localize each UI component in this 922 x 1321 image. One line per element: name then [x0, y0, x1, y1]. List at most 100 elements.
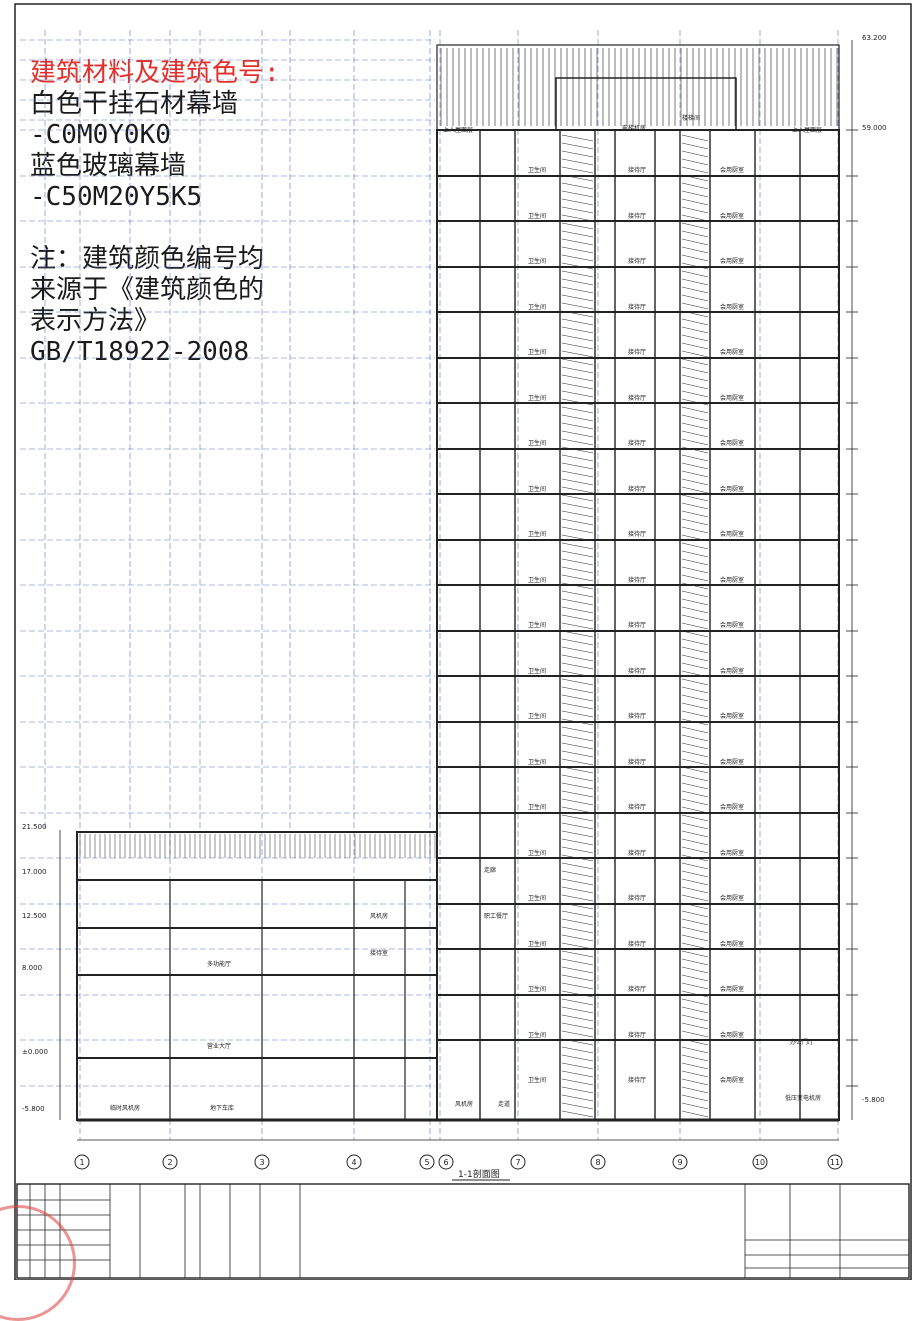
stair-tread [561, 966, 594, 974]
stair-tread [561, 862, 594, 870]
stair-hatching [561, 134, 709, 1118]
axis-bubble: 3 [254, 1154, 270, 1170]
stair-tread [561, 1030, 594, 1038]
stair-tread [561, 278, 594, 286]
stair-tread [561, 878, 594, 886]
stair-tread [561, 918, 594, 926]
stair-tread [561, 662, 594, 670]
roof-parapet [436, 44, 840, 131]
stair-tread [681, 358, 709, 366]
stair-tread [681, 830, 709, 838]
stair-tread [561, 582, 594, 590]
stair-tread [681, 294, 709, 302]
stair-tread [681, 486, 709, 494]
stair-tread [681, 310, 709, 318]
tower-walls [479, 130, 801, 1120]
stair-tread [681, 318, 709, 326]
room-label: 接待厅 [628, 894, 646, 902]
stair-tread [561, 790, 594, 798]
stair-tread [681, 1054, 709, 1062]
stair-tread [681, 582, 709, 590]
podium-floor-slabs [77, 879, 437, 1059]
stair-tread [561, 134, 594, 142]
stair-tread [561, 294, 594, 302]
room-label: 营业大厅 [207, 1042, 231, 1050]
stair-tread [561, 926, 594, 934]
stair-tread [681, 1030, 709, 1038]
stair-tread [561, 734, 594, 742]
stair-tread [681, 382, 709, 390]
stair-tread [561, 958, 594, 966]
stair-tread [561, 798, 594, 806]
stair-tread [681, 462, 709, 470]
stair-tread [561, 1086, 594, 1094]
stair-tread [681, 998, 709, 1006]
floor-gridlines [20, 39, 435, 1087]
stair-tread [561, 182, 594, 190]
stair-tread [681, 1094, 709, 1102]
stair-tread [561, 590, 594, 598]
stair-tread [561, 1046, 594, 1054]
stair-tread [681, 894, 709, 902]
level-mark: -5.800 [862, 1096, 885, 1104]
stair-tread [561, 262, 594, 270]
stair-tread [681, 438, 709, 446]
stair-tread [681, 750, 709, 758]
stair-tread [681, 718, 709, 726]
room-label: 接待厅 [628, 849, 646, 857]
notes-line: -C0M0Y0K0 [30, 120, 171, 150]
stair-tread [561, 350, 594, 358]
room-label: 会用厨室 [720, 894, 744, 902]
stair-tread [681, 230, 709, 238]
stair-tread [681, 366, 709, 374]
stair-tread [681, 550, 709, 558]
room-label: 卫生间 [528, 667, 546, 675]
stair-tread [561, 502, 594, 510]
stair-tread [561, 198, 594, 206]
stair-tread [561, 454, 594, 462]
stair-tread [681, 214, 709, 222]
room-label: 接待厅 [628, 485, 646, 493]
room-label: 会用厨室 [720, 303, 744, 311]
stair-tread [561, 630, 594, 638]
stair-tread [561, 574, 594, 582]
stair-tread [681, 886, 709, 894]
axis-label: 6 [443, 1158, 448, 1167]
room-label: 会用厨室 [720, 439, 744, 447]
stair-tread [681, 910, 709, 918]
stair-tread [561, 854, 594, 862]
stair-tread [681, 1014, 709, 1022]
stair-tread [681, 254, 709, 262]
stair-tread [561, 406, 594, 414]
stair-tread [681, 814, 709, 822]
stair-tread [561, 462, 594, 470]
axis-label: 9 [677, 1158, 682, 1167]
notes-title: 建筑材料及建筑色号: [30, 58, 280, 88]
stair-tread [561, 558, 594, 566]
stair-tread [681, 350, 709, 358]
stair-tread [681, 902, 709, 910]
stair-tread [681, 974, 709, 982]
stair-tread [681, 222, 709, 230]
stair-tread [561, 742, 594, 750]
room-label: 卫生间 [528, 621, 546, 629]
notes-line: 来源于《建筑颜色的 [30, 275, 265, 305]
stair-tread [681, 822, 709, 830]
stair-tread [561, 342, 594, 350]
level-mark: 17.000 [22, 868, 47, 876]
stair-tread [561, 430, 594, 438]
room-label: 接待厅 [628, 212, 646, 220]
stair-tread [681, 678, 709, 686]
stair-tread [561, 830, 594, 838]
axis-bubble: 8 [590, 1154, 606, 1170]
room-label: 卫生间 [528, 1031, 546, 1039]
material-notes: 建筑材料及建筑色号: 白色干挂石材幕墙 -C0M0Y0K0 蓝色玻璃幕墙 -C5… [30, 58, 280, 368]
room-label: 低压变电机房 [785, 1094, 821, 1102]
room-label: 卫生间 [528, 985, 546, 993]
stair-tread [681, 414, 709, 422]
room-label: 接待室 [370, 949, 388, 957]
stair-tread [681, 398, 709, 406]
stair-tread [681, 134, 709, 142]
stair-tread [681, 1006, 709, 1014]
